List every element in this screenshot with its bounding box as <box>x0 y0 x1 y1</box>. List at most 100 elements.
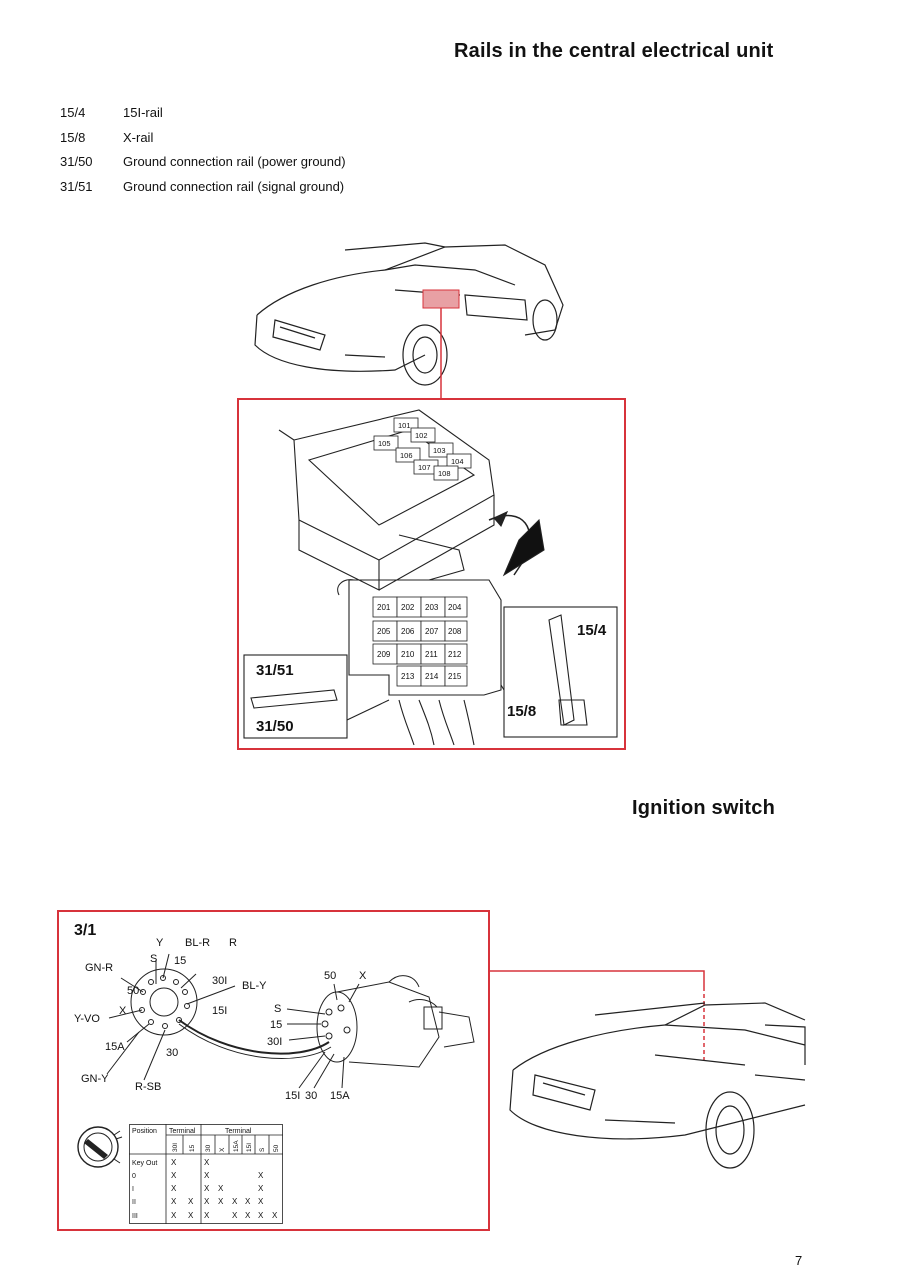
table-mark: X <box>245 1197 251 1206</box>
table-header: Terminal <box>225 1128 252 1135</box>
table-row-label: Key Out <box>132 1160 157 1167</box>
legend-code: 31/51 <box>60 178 93 194</box>
table-row-label: III <box>132 1213 138 1220</box>
table-mark: X <box>171 1171 177 1180</box>
table-mark: X <box>245 1211 251 1220</box>
table-mark: X <box>204 1171 210 1180</box>
legend-code: 31/50 <box>60 154 93 169</box>
switch-terminal-label: 15I <box>285 1090 300 1102</box>
page-title: Rails in the central electrical unit <box>454 40 774 62</box>
table-col-header: 15A <box>233 1140 240 1152</box>
fuse-label: 104 <box>451 457 464 466</box>
table-mark: X <box>232 1197 238 1206</box>
wire-label: BL-R <box>185 937 210 949</box>
table-mark: X <box>218 1197 224 1206</box>
ignition-box-label: 3/1 <box>74 922 97 939</box>
fuse-label: 205 <box>377 627 391 636</box>
table-mark: X <box>258 1171 264 1180</box>
fuse-label: 209 <box>377 650 391 659</box>
table-mark: X <box>204 1197 210 1206</box>
switch-terminal-label: 15A <box>330 1090 350 1102</box>
table-mark: X <box>232 1211 238 1220</box>
car-illustration-bottom <box>509 1002 806 1169</box>
table-mark: X <box>171 1197 177 1206</box>
legend-row: 31/50 Ground connection rail (power groun… <box>60 154 346 179</box>
legend-desc: 15I-rail <box>123 105 163 120</box>
table-mark: X <box>188 1197 194 1206</box>
wire-label: 15I <box>212 1005 227 1017</box>
ignition-frame <box>57 910 490 1231</box>
page-number: 7 <box>795 1253 803 1268</box>
fuse-label: 213 <box>401 672 415 681</box>
table-header: Position <box>132 1128 157 1135</box>
table-row-label: I <box>132 1186 134 1193</box>
table-mark: X <box>204 1158 210 1167</box>
legend-desc: Ground connection rail (power ground) <box>123 154 346 169</box>
fuse-label: 202 <box>401 603 415 612</box>
wire-label: 15A <box>105 1041 125 1053</box>
legend-row: 31/51 Ground connection rail (signal grou… <box>60 179 346 204</box>
table-col-header: X <box>219 1147 226 1152</box>
switch-terminal-label: S <box>274 1003 281 1015</box>
wire-label: Y <box>156 937 164 949</box>
fuse-label: 103 <box>433 446 446 455</box>
fuse-label: 204 <box>448 603 462 612</box>
table-mark: X <box>258 1211 264 1220</box>
table-col-header: 30 <box>205 1144 212 1152</box>
table-mark: X <box>171 1211 177 1220</box>
wire-label: GN-Y <box>81 1073 109 1085</box>
legend-row: 15/4 15I-rail <box>60 105 346 130</box>
wire-label: R <box>229 937 237 949</box>
table-mark: X <box>272 1211 278 1220</box>
legend-desc: Ground connection rail (signal ground) <box>123 178 345 194</box>
car-illustration-top <box>254 242 564 398</box>
wire-label: 30 <box>166 1047 178 1059</box>
wire-label: 50 <box>127 985 139 997</box>
wire-label: GN-R <box>85 962 113 974</box>
table-mark: X <box>218 1184 224 1193</box>
table-col-header: 15 <box>189 1144 196 1152</box>
central-unit-frame <box>237 398 626 750</box>
ignition-connector-line <box>488 970 705 1060</box>
fusebox-location-highlight <box>422 289 460 309</box>
wire-label: Y-VO <box>74 1013 100 1025</box>
switch-terminal-label: 30I <box>267 1036 282 1048</box>
table-mark: X <box>171 1184 177 1193</box>
wire-label: R-SB <box>135 1081 161 1093</box>
table-mark: X <box>188 1211 194 1220</box>
switch-terminal-label: 15 <box>270 1019 282 1031</box>
fuse-label: 203 <box>425 603 439 612</box>
wire-label: X <box>119 1005 127 1017</box>
table-mark: X <box>258 1184 264 1193</box>
fuse-label: 211 <box>425 650 438 659</box>
ignition-key-icon <box>77 1126 123 1168</box>
table-col-header: S <box>259 1147 266 1152</box>
legend-desc: X-rail <box>123 129 154 145</box>
wire-label: 30I <box>212 975 227 987</box>
central-unit-illustration: 101 102 103 104 105 106 107 108 201 202 … <box>243 409 618 746</box>
table-col-header: 30I <box>172 1143 179 1152</box>
table-mark: X <box>204 1184 210 1193</box>
legend-code: 15/4 <box>60 105 86 120</box>
ignition-switch-diagram: Y BL-R R S 15 GN-R 50 30I BL-Y 15I X Y-V… <box>74 937 475 1102</box>
fuse-label: 105 <box>378 439 391 448</box>
switch-terminal-label: 30 <box>305 1090 317 1102</box>
wire-label: S <box>150 953 157 965</box>
rail-label-15-4: 15/4 <box>577 622 607 639</box>
fuse-label: 101 <box>398 421 411 430</box>
table-row-label: 0 <box>132 1173 136 1180</box>
switch-terminal-label: X <box>359 970 367 982</box>
ignition-position-table: Position Terminal Terminal Key Out 0 I I… <box>129 1124 283 1224</box>
switch-terminal-label: 50 <box>324 970 336 982</box>
rail-label-31-51: 31/51 <box>256 662 294 679</box>
section-title-ignition: Ignition switch <box>632 797 775 819</box>
fuse-label: 214 <box>425 672 439 681</box>
rail-label-31-50: 31/50 <box>256 718 294 735</box>
wire-label: 15 <box>174 955 186 967</box>
table-header: Terminal <box>169 1128 196 1135</box>
fuse-label: 207 <box>425 627 439 636</box>
fuse-label: 102 <box>415 431 428 440</box>
fuse-label: 201 <box>377 603 391 612</box>
